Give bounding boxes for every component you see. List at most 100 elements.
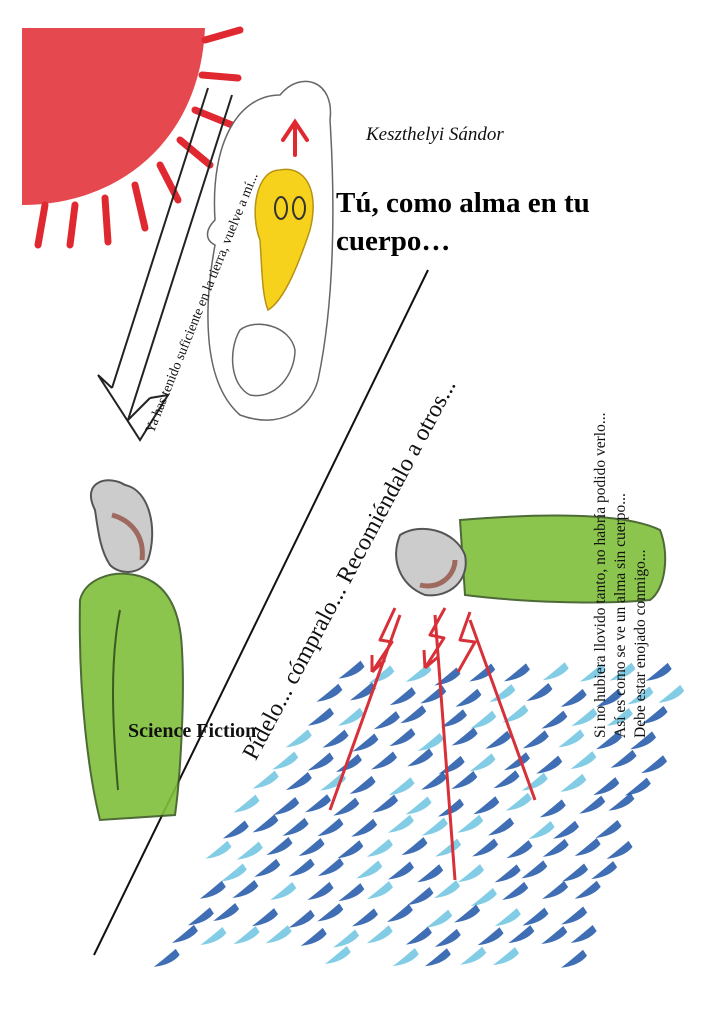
raindrop xyxy=(641,755,668,774)
raindrop xyxy=(473,796,500,815)
raindrop xyxy=(528,820,555,839)
raindrop xyxy=(426,909,453,928)
raindrop xyxy=(300,927,327,946)
raindrop xyxy=(288,858,315,877)
raindrop xyxy=(593,777,620,796)
raindrop xyxy=(389,687,416,706)
raindrop xyxy=(627,686,654,705)
raindrop xyxy=(386,903,413,922)
raindrop xyxy=(493,770,520,789)
raindrop xyxy=(200,927,227,946)
raindrop xyxy=(285,729,312,748)
raindrop xyxy=(401,837,428,856)
raindrop xyxy=(333,797,360,816)
raindrop xyxy=(630,731,657,750)
raindrop xyxy=(199,880,226,899)
raindrop xyxy=(153,948,180,967)
arrow-drawing xyxy=(97,87,233,442)
raindrop xyxy=(541,925,568,944)
raindrop xyxy=(494,864,521,883)
raindrop xyxy=(337,707,364,726)
raindrop xyxy=(440,709,467,728)
raindrop xyxy=(366,881,393,900)
raindrop xyxy=(560,773,587,792)
raindrop xyxy=(536,755,563,774)
raindrop xyxy=(595,731,622,750)
raindrop xyxy=(494,908,521,927)
raindrop xyxy=(233,926,260,945)
raindrop xyxy=(457,814,484,833)
raindrop xyxy=(270,881,297,900)
verse-line: Así es como se ve un alma sin cuerpo... xyxy=(612,493,629,738)
raindrop xyxy=(351,908,378,927)
raindrop xyxy=(317,858,344,877)
raindrop xyxy=(307,881,334,900)
raindrop xyxy=(213,903,240,922)
raindrop xyxy=(266,836,293,855)
raindrop xyxy=(492,947,519,966)
raindrop xyxy=(477,927,504,946)
raindrop xyxy=(658,684,685,703)
raindrop xyxy=(222,820,249,839)
raindrop xyxy=(205,840,232,859)
raindrop xyxy=(233,794,260,813)
raindrop xyxy=(454,904,481,923)
raindrop xyxy=(506,840,533,859)
raindrop xyxy=(220,863,247,882)
raindrop xyxy=(591,861,618,880)
raindrop xyxy=(349,775,376,794)
raindrop xyxy=(503,663,530,682)
raindrop xyxy=(502,881,529,900)
raindrop xyxy=(505,792,532,811)
raindrop xyxy=(470,887,497,906)
raindrop xyxy=(561,906,588,925)
raindrop xyxy=(469,753,496,772)
raindrop xyxy=(645,662,672,681)
diagonal-line xyxy=(93,269,429,956)
raindrop xyxy=(435,838,462,857)
raindrop xyxy=(407,748,434,767)
raindrop xyxy=(407,886,434,905)
raindrop xyxy=(317,903,344,922)
raindrop xyxy=(389,728,416,747)
raindrop xyxy=(371,751,398,770)
raindrop xyxy=(333,929,360,948)
verse-line: Debe estar enojado conmigo... xyxy=(632,549,649,738)
raindrop xyxy=(366,925,393,944)
raindrop xyxy=(579,663,606,682)
thought-bubble xyxy=(206,80,334,421)
raindrop xyxy=(624,777,651,796)
raindrop xyxy=(608,792,635,811)
raindrop xyxy=(285,772,312,791)
raindrop xyxy=(421,771,448,790)
raindrop xyxy=(595,820,622,839)
raindrop xyxy=(579,795,606,814)
raindrop xyxy=(387,814,414,833)
raindrop xyxy=(171,924,198,943)
raindrop xyxy=(522,907,549,926)
raindrop xyxy=(366,838,393,857)
raindrop xyxy=(388,777,415,796)
raindrop xyxy=(558,729,585,748)
raindrop xyxy=(542,662,569,681)
raindrop xyxy=(338,883,365,902)
raindrop xyxy=(272,751,299,770)
raindrop xyxy=(322,729,349,748)
raindrop xyxy=(405,926,432,945)
rain-drawing xyxy=(153,660,685,968)
raindrop xyxy=(368,665,395,684)
lightning-bolts xyxy=(328,607,537,881)
raindrop xyxy=(324,946,351,965)
raindrop xyxy=(606,840,633,859)
raindrop xyxy=(338,660,365,679)
raindrop xyxy=(405,663,432,682)
raindrop xyxy=(317,818,344,837)
raindrop xyxy=(298,838,325,857)
raindrop xyxy=(502,704,529,723)
raindrop xyxy=(254,858,281,877)
raindrop xyxy=(451,771,478,790)
verse-line: Si no hubiera llovido tanto, no habría p… xyxy=(592,412,609,738)
raindrop xyxy=(539,799,566,818)
book-title: Tú, como alma en tu cuerpo… xyxy=(336,187,590,257)
raindrop xyxy=(574,880,601,899)
